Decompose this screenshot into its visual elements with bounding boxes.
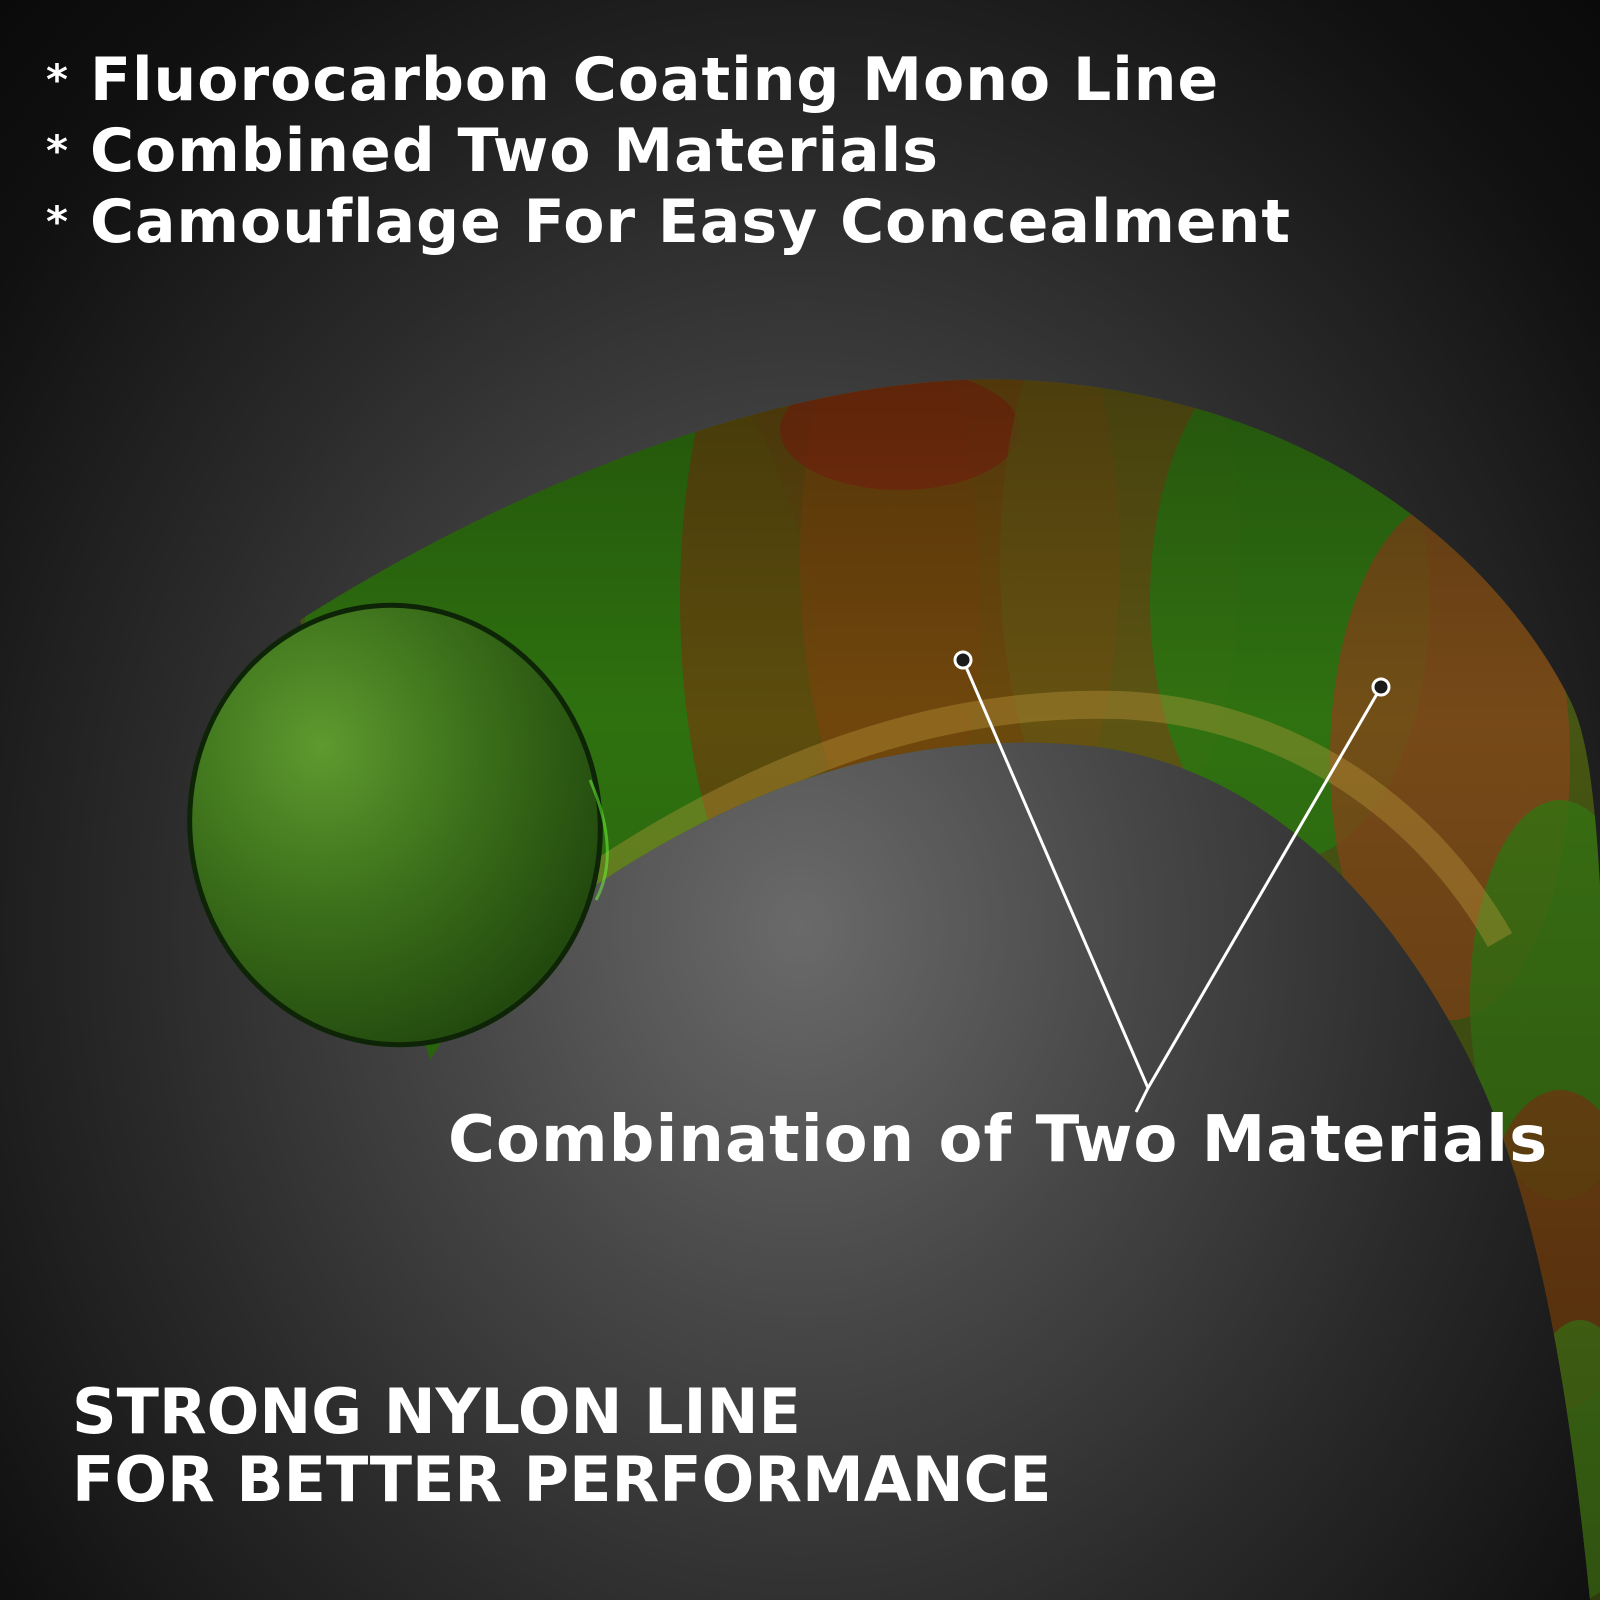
bullet-asterisk: * (46, 54, 69, 104)
feature-item: * Fluorocarbon Coating Mono Line (46, 44, 1291, 115)
tagline: STRONG NYLON LINE FOR BETTER PERFORMANCE (72, 1375, 1052, 1517)
callout-dot-icon (1371, 677, 1391, 697)
feature-item: * Camouflage For Easy Concealment (46, 186, 1291, 257)
tagline-line-2: FOR BETTER PERFORMANCE (72, 1443, 1052, 1517)
callout-pointer (953, 650, 1391, 1113)
feature-text: Fluorocarbon Coating Mono Line (90, 44, 1220, 115)
feature-list: * Fluorocarbon Coating Mono Line * Combi… (46, 44, 1291, 257)
callout-label: Combination of Two Materials (448, 1103, 1549, 1177)
feature-item: * Combined Two Materials (46, 115, 1291, 186)
feature-text: Camouflage For Easy Concealment (90, 186, 1291, 257)
bullet-asterisk: * (46, 125, 69, 175)
callout-dot-icon (953, 650, 973, 670)
feature-text: Combined Two Materials (90, 115, 939, 186)
tagline-line-1: STRONG NYLON LINE (72, 1375, 801, 1448)
bullet-asterisk: * (46, 196, 69, 246)
